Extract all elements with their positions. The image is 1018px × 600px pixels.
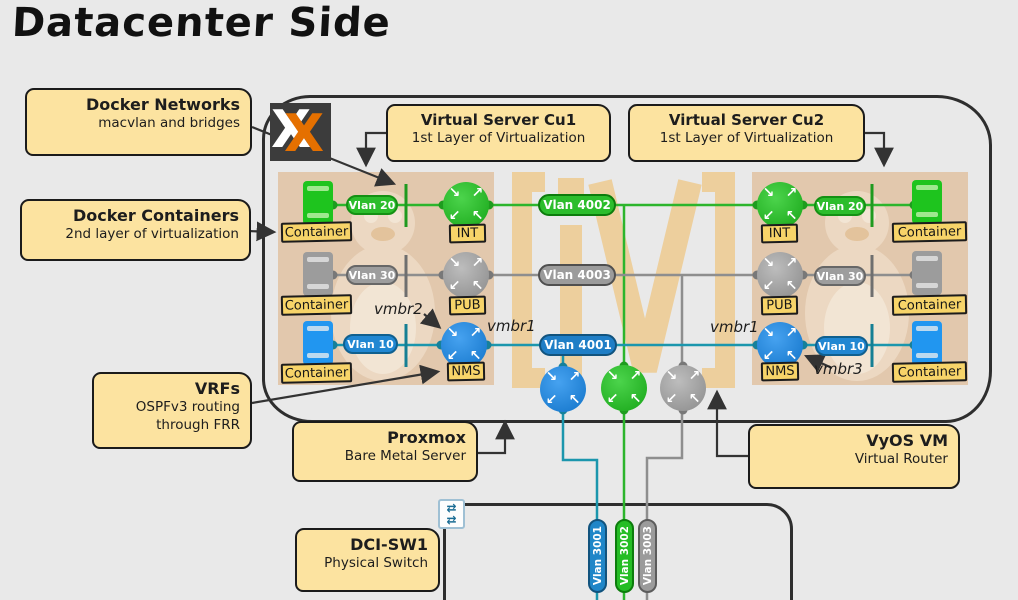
uplink-router-green: ↘ ↗ ↙ ↖: [601, 365, 647, 411]
router-arrow-icon: ↗: [568, 369, 581, 385]
router-arrow-icon: ↗: [688, 368, 701, 384]
note-virtual-server-cu2: Virtual Server Cu2 1st Layer of Virtuali…: [628, 104, 865, 162]
router-label-pub: PUB: [760, 295, 799, 316]
physical-switch-box: [443, 503, 793, 600]
container-label: Container: [280, 221, 353, 243]
nms-router-left: ↘ ↗ ↙ ↖: [441, 322, 487, 368]
note-vyos: VyOS VM Virtual Router: [748, 424, 960, 489]
switch-icon: ⇄ ⇄: [438, 499, 465, 529]
bridge-label-vmbr1-right: vmbr1: [710, 318, 759, 336]
router-arrow-icon: ↙: [606, 391, 619, 407]
container-label: Container: [280, 362, 353, 384]
router-arrow-icon: ↘: [762, 255, 775, 271]
vlan-3001-pill: Vlan 3001: [588, 519, 607, 593]
router-arrow-icon: ↖: [471, 278, 484, 294]
note-dci-sw1: DCI-SW1 Physical Switch: [295, 528, 440, 592]
router-arrow-icon: ↗: [785, 185, 798, 201]
container-server-blue-left: [303, 321, 333, 365]
note-virtual-server-cu1: Virtual Server Cu1 1st Layer of Virtuali…: [386, 104, 611, 162]
router-label-pub: PUB: [448, 295, 487, 316]
router-arrow-icon: ↙: [762, 278, 775, 294]
router-label-nms: NMS: [760, 361, 800, 382]
vlan-4003-pill: Vlan 4003: [538, 264, 616, 286]
container-server-gray-left: [303, 252, 333, 296]
bridge-label-vmbr2: vmbr2: [374, 300, 423, 318]
container-label: Container: [280, 294, 353, 316]
vlan-30-pill-right: Vlan 30: [814, 266, 866, 286]
proxmox-logo-icon: X X: [270, 103, 331, 161]
router-arrow-icon: ↙: [762, 348, 775, 364]
router-arrow-icon: ↖: [469, 348, 482, 364]
container-server-gray-right: [912, 251, 942, 295]
router-arrow-icon: ↗: [469, 325, 482, 341]
router-arrow-icon: ↗: [471, 185, 484, 201]
router-arrow-icon: ↖: [688, 391, 701, 407]
router-arrow-icon: ↙: [762, 208, 775, 224]
container-label: Container: [891, 361, 968, 383]
router-arrow-icon: ↘: [448, 255, 461, 271]
container-server-green-right: [912, 180, 942, 224]
router-arrow-icon: ↘: [762, 185, 775, 201]
nms-router-right: ↘ ↗ ↙ ↖: [757, 322, 803, 368]
uplink-router-gray: ↘ ↗ ↙ ↖: [660, 365, 706, 411]
router-arrow-icon: ↙: [446, 348, 459, 364]
router-arrow-icon: ↗: [785, 255, 798, 271]
vlan-3003-pill: Vlan 3003: [638, 519, 657, 593]
int-router-right: ↘ ↗ ↙ ↖: [757, 182, 803, 228]
note-docker-containers: Docker Containers 2nd layer of virtualiz…: [20, 199, 251, 261]
router-label-nms: NMS: [446, 361, 486, 382]
bridge-label-vmbr1-left: vmbr1: [487, 317, 536, 335]
router-arrow-icon: ↖: [785, 208, 798, 224]
router-arrow-icon: ↘: [762, 325, 775, 341]
router-label-int: INT: [760, 223, 799, 244]
router-arrow-icon: ↘: [446, 325, 459, 341]
container-label: Container: [891, 294, 968, 316]
vlan-20-pill-left: Vlan 20: [346, 195, 398, 215]
vlan-20-pill-right: Vlan 20: [814, 196, 866, 216]
page-title: Datacenter Side: [10, 0, 393, 46]
router-arrow-icon: ↗: [629, 368, 642, 384]
router-arrow-icon: ↘: [545, 369, 558, 385]
pub-router-left: ↘ ↗ ↙ ↖: [443, 252, 489, 298]
container-label: Container: [891, 221, 968, 243]
note-vrfs: VRFs OSPFv3 routing through FRR: [92, 372, 252, 449]
router-arrow-icon: ↖: [785, 348, 798, 364]
router-arrow-icon: ↙: [545, 392, 558, 408]
router-arrow-icon: ↖: [629, 391, 642, 407]
note-proxmox: Proxmox Bare Metal Server: [292, 421, 478, 482]
router-arrow-icon: ↘: [448, 185, 461, 201]
router-arrow-icon: ↗: [785, 325, 798, 341]
router-arrow-icon: ↙: [448, 208, 461, 224]
router-label-int: INT: [448, 223, 487, 244]
bridge-label-vmbr3: vmbr3: [814, 360, 863, 378]
vlan-4001-pill: Vlan 4001: [539, 334, 617, 356]
router-arrow-icon: ↘: [606, 368, 619, 384]
proxmox-host-box: [262, 95, 992, 423]
uplink-router-blue: ↘ ↗ ↙ ↖: [540, 366, 586, 412]
router-arrow-icon: ↖: [785, 278, 798, 294]
router-arrow-icon: ↖: [471, 208, 484, 224]
int-router-left: ↘ ↗ ↙ ↖: [443, 182, 489, 228]
vlan-10-pill-right: Vlan 10: [815, 336, 868, 356]
vlan-3002-pill: Vlan 3002: [615, 519, 634, 593]
router-arrow-icon: ↖: [568, 392, 581, 408]
container-server-green-left: [303, 181, 333, 225]
note-docker-networks: Docker Networks macvlan and bridges: [25, 88, 252, 156]
pub-router-right: ↘ ↗ ↙ ↖: [757, 252, 803, 298]
router-arrow-icon: ↗: [471, 255, 484, 271]
vlan-30-pill-left: Vlan 30: [346, 265, 398, 285]
router-arrow-icon: ↙: [448, 278, 461, 294]
vlan-4002-pill: Vlan 4002: [538, 194, 616, 216]
router-arrow-icon: ↙: [665, 391, 678, 407]
router-arrow-icon: ↘: [665, 368, 678, 384]
container-server-blue-right: [912, 321, 942, 365]
vlan-10-pill-left: Vlan 10: [343, 334, 398, 354]
